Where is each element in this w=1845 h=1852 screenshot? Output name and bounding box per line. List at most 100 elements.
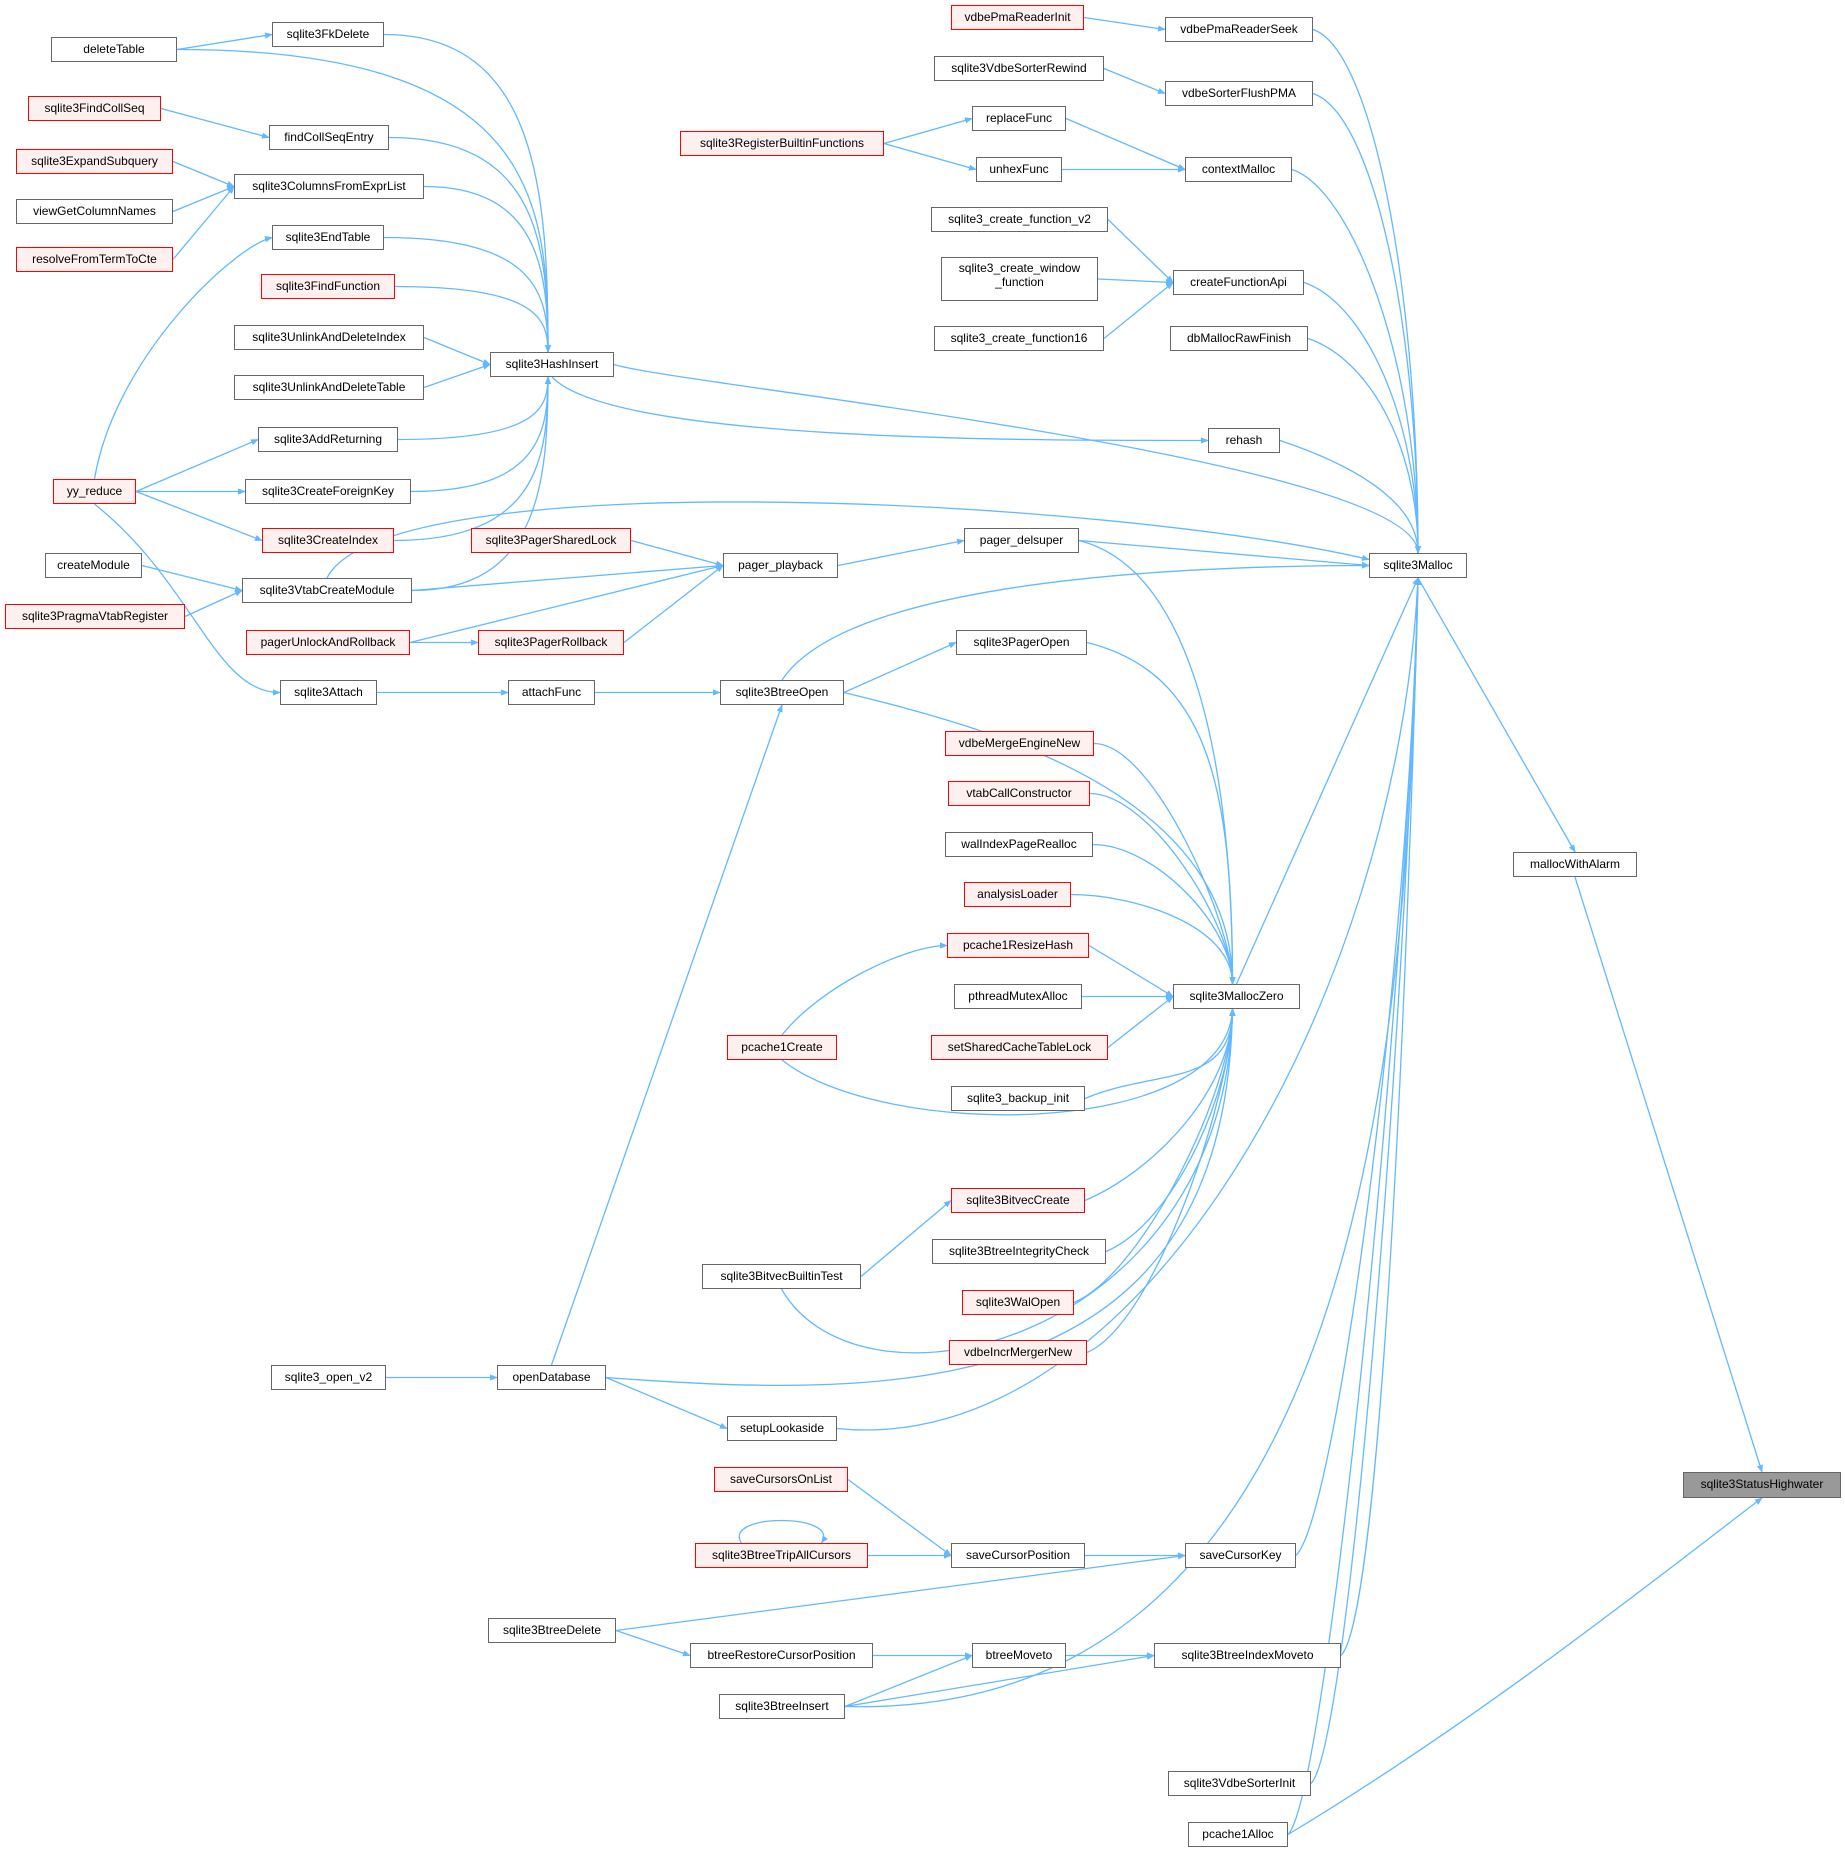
node-sqlite3-attach[interactable]: sqlite3Attach bbox=[280, 680, 377, 705]
node-sqlite3-malloc[interactable]: sqlite3Malloc bbox=[1369, 553, 1467, 578]
node-pthread-mutex-alloc[interactable]: pthreadMutexAlloc bbox=[954, 984, 1082, 1009]
node-sqlite3-bitvec-create[interactable]: sqlite3BitvecCreate bbox=[951, 1188, 1085, 1213]
node-analysis-loader[interactable]: analysisLoader bbox=[964, 882, 1071, 907]
node-sqlite3-find-coll-seq[interactable]: sqlite3FindCollSeq bbox=[28, 96, 161, 121]
node-sqlite3-create-index[interactable]: sqlite3CreateIndex bbox=[262, 528, 394, 553]
node-sqlite3-btree-delete[interactable]: sqlite3BtreeDelete bbox=[488, 1618, 616, 1643]
node-pcache1-alloc[interactable]: pcache1Alloc bbox=[1188, 1822, 1288, 1847]
node-vdbe-pma-reader-init[interactable]: vdbePmaReaderInit bbox=[951, 5, 1084, 30]
node-pager-playback[interactable]: pager_playback bbox=[723, 553, 838, 578]
node-sqlite3-end-table[interactable]: sqlite3EndTable bbox=[272, 225, 384, 250]
call-edge bbox=[172, 185, 235, 213]
call-edge bbox=[135, 490, 263, 542]
node-sqlite3-fk-delete[interactable]: sqlite3FkDelete bbox=[272, 22, 384, 47]
node-sqlite3-status-highwater: sqlite3StatusHighwater bbox=[1683, 1472, 1841, 1498]
node-sqlite3-wal-open[interactable]: sqlite3WalOpen bbox=[962, 1290, 1074, 1315]
node-sqlite3-unlink-and-delete-table[interactable]: sqlite3UnlinkAndDeleteTable bbox=[234, 375, 424, 400]
node-pager-delsuper[interactable]: pager_delsuper bbox=[964, 528, 1079, 553]
node-resolve-from-term-to-cte[interactable]: resolveFromTermToCte bbox=[16, 247, 173, 272]
call-edge bbox=[135, 438, 259, 493]
node-sqlite3-bitvec-builtin-test[interactable]: sqlite3BitvecBuiltinTest bbox=[702, 1264, 861, 1289]
node-sqlite3-btree-insert[interactable]: sqlite3BtreeInsert bbox=[719, 1694, 845, 1719]
node-sqlite3-unlink-and-delete-index[interactable]: sqlite3UnlinkAndDeleteIndex bbox=[234, 325, 424, 350]
node-sqlite3-create-window-function[interactable]: sqlite3_create_window_function bbox=[941, 257, 1098, 301]
node-save-cursors-on-list[interactable]: saveCursorsOnList bbox=[714, 1467, 848, 1492]
node-sqlite3-pager-shared-lock[interactable]: sqlite3PagerSharedLock bbox=[471, 528, 631, 553]
node-save-cursor-key[interactable]: saveCursorKey bbox=[1185, 1543, 1296, 1568]
node-sqlite3-pragma-vtab-register[interactable]: sqlite3PragmaVtabRegister bbox=[5, 604, 185, 629]
call-edge bbox=[613, 363, 1422, 554]
node-sqlite3-create-function16[interactable]: sqlite3_create_function16 bbox=[934, 326, 1104, 351]
node-sqlite3-vdbe-sorter-init[interactable]: sqlite3VdbeSorterInit bbox=[1168, 1771, 1311, 1796]
call-edge bbox=[1103, 281, 1174, 340]
node-yy-reduce[interactable]: yy_reduce bbox=[53, 479, 136, 504]
node-sqlite3-register-builtin-functions[interactable]: sqlite3RegisterBuiltinFunctions bbox=[680, 131, 884, 156]
call-edge bbox=[1107, 995, 1174, 1049]
node-vdbe-pma-reader-seek[interactable]: vdbePmaReaderSeek bbox=[1165, 17, 1313, 42]
call-edge bbox=[1235, 577, 1419, 985]
node-pcache1-resize-hash[interactable]: pcache1ResizeHash bbox=[947, 933, 1089, 958]
call-edge bbox=[883, 117, 973, 145]
call-edge bbox=[1088, 944, 1174, 998]
node-pcache1-create[interactable]: pcache1Create bbox=[727, 1035, 837, 1060]
node-save-cursor-position[interactable]: saveCursorPosition bbox=[951, 1543, 1085, 1568]
node-wal-index-page-realloc[interactable]: walIndexPageRealloc bbox=[945, 832, 1093, 857]
node-sqlite3-create-function-v2[interactable]: sqlite3_create_function_v2 bbox=[931, 207, 1108, 232]
node-sqlite3-vdbe-sorter-rewind[interactable]: sqlite3VdbeSorterRewind bbox=[934, 56, 1104, 81]
node-context-malloc[interactable]: contextMalloc bbox=[1185, 157, 1292, 182]
call-edge bbox=[383, 236, 552, 353]
node-setup-lookaside[interactable]: setupLookaside bbox=[727, 1416, 837, 1441]
call-edge bbox=[847, 1478, 952, 1557]
call-edge bbox=[1417, 577, 1576, 853]
node-create-module[interactable]: createModule bbox=[45, 553, 142, 578]
node-sqlite3-add-returning[interactable]: sqlite3AddReturning bbox=[258, 427, 398, 452]
node-db-malloc-raw-finish[interactable]: dbMallocRawFinish bbox=[1170, 326, 1308, 351]
node-btree-restore-cursor-position[interactable]: btreeRestoreCursorPosition bbox=[690, 1643, 873, 1668]
node-vtab-call-constructor[interactable]: vtabCallConstructor bbox=[948, 781, 1090, 806]
call-edge bbox=[1287, 1497, 1763, 1836]
node-set-shared-cache-table-lock[interactable]: setSharedCacheTableLock bbox=[931, 1035, 1108, 1060]
call-edge bbox=[423, 363, 491, 389]
call-edge bbox=[1084, 1008, 1236, 1100]
call-edge bbox=[1086, 1008, 1236, 1354]
call-edge bbox=[383, 33, 552, 353]
node-vdbe-merge-engine-new[interactable]: vdbeMergeEngineNew bbox=[945, 731, 1094, 756]
node-sqlite3-btree-integrity-check[interactable]: sqlite3BtreeIntegrityCheck bbox=[932, 1239, 1106, 1264]
node-attach-func[interactable]: attachFunc bbox=[508, 680, 595, 705]
call-edge bbox=[1097, 278, 1174, 286]
node-sqlite3-open-v2[interactable]: sqlite3_open_v2 bbox=[271, 1365, 386, 1390]
node-create-function-api[interactable]: createFunctionApi bbox=[1173, 270, 1304, 295]
node-sqlite3-columns-from-expr-list[interactable]: sqlite3ColumnsFromExprList bbox=[234, 174, 424, 199]
node-sqlite3-expand-subquery[interactable]: sqlite3ExpandSubquery bbox=[16, 149, 173, 174]
node-sqlite3-pager-rollback[interactable]: sqlite3PagerRollback bbox=[478, 630, 624, 655]
node-sqlite3-vtab-create-module[interactable]: sqlite3VtabCreateModule bbox=[242, 578, 412, 603]
node-find-coll-seq-entry[interactable]: findCollSeqEntry bbox=[269, 125, 389, 150]
node-open-database[interactable]: openDatabase bbox=[497, 1365, 606, 1390]
node-sqlite3-btree-open[interactable]: sqlite3BtreeOpen bbox=[720, 680, 844, 705]
call-edge bbox=[423, 185, 552, 353]
call-edge bbox=[844, 1653, 1155, 1708]
node-sqlite3-find-function[interactable]: sqlite3FindFunction bbox=[261, 274, 395, 299]
call-edge bbox=[141, 564, 243, 592]
call-edge bbox=[843, 641, 957, 694]
node-view-get-column-names[interactable]: viewGetColumnNames bbox=[16, 199, 173, 224]
node-delete-table[interactable]: deleteTable bbox=[51, 37, 177, 62]
call-edge bbox=[1089, 792, 1236, 985]
node-sqlite3-malloc-zero[interactable]: sqlite3MallocZero bbox=[1173, 984, 1300, 1009]
node-sqlite3-hash-insert[interactable]: sqlite3HashInsert bbox=[490, 352, 614, 377]
call-edge bbox=[843, 691, 1236, 985]
node-sqlite3-create-foreign-key[interactable]: sqlite3CreateForeignKey bbox=[245, 479, 411, 504]
node-sqlite3-btree-trip-all-cursors[interactable]: sqlite3BtreeTripAllCursors bbox=[695, 1543, 868, 1568]
node-rehash[interactable]: rehash bbox=[1208, 428, 1280, 453]
node-pager-unlock-and-rollback[interactable]: pagerUnlockAndRollback bbox=[246, 630, 410, 655]
node-sqlite3-btree-index-moveto[interactable]: sqlite3BtreeIndexMoveto bbox=[1154, 1643, 1341, 1668]
node-replace-func[interactable]: replaceFunc bbox=[972, 106, 1066, 131]
node-unhex-func[interactable]: unhexFunc bbox=[976, 157, 1062, 182]
node-vdbe-incr-merger-new[interactable]: vdbeIncrMergerNew bbox=[949, 1340, 1087, 1365]
node-vdbe-sorter-flush-pma[interactable]: vdbeSorterFlushPMA bbox=[1165, 81, 1313, 106]
node-btree-moveto[interactable]: btreeMoveto bbox=[972, 1643, 1066, 1668]
node-sqlite3-backup-init[interactable]: sqlite3_backup_init bbox=[951, 1086, 1085, 1111]
node-sqlite3-pager-open[interactable]: sqlite3PagerOpen bbox=[956, 630, 1087, 655]
node-malloc-with-alarm[interactable]: mallocWithAlarm bbox=[1513, 852, 1637, 877]
